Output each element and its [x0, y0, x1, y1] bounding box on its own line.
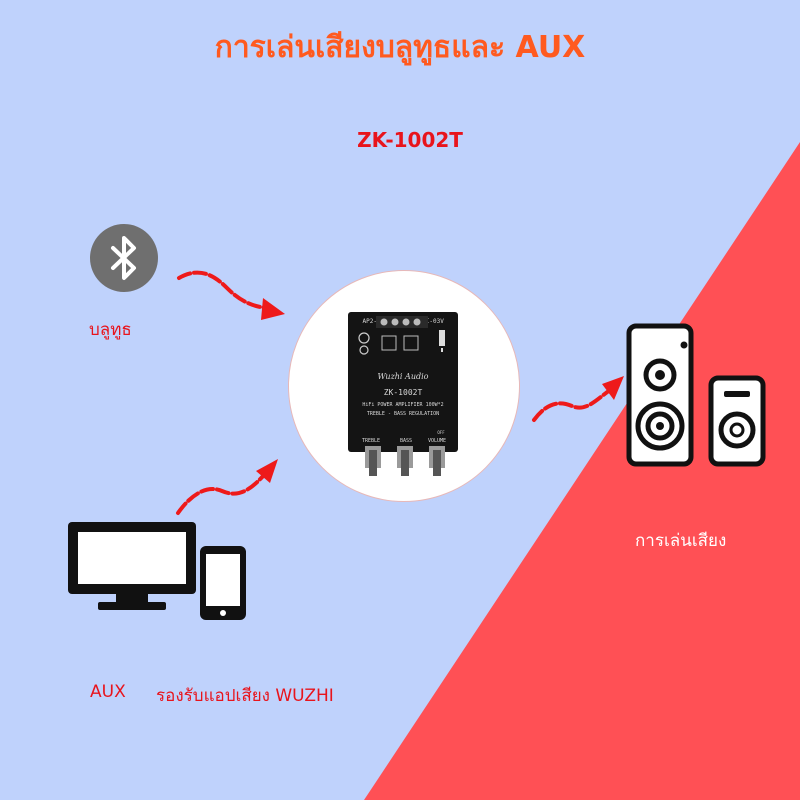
model-name: ZK-1002T	[357, 128, 463, 152]
output-label: การเล่นเสียง	[635, 531, 727, 551]
board-connectors-icon	[376, 316, 428, 351]
board-knob-treble-label: TREBLE	[361, 438, 381, 444]
bluetooth-icon	[90, 224, 158, 292]
board-knob-volume-label: VOLUME	[427, 438, 447, 444]
speakers-icon	[626, 323, 766, 467]
aux-label: AUX	[90, 682, 126, 702]
amplifier-board: AP2-EQ02 NI-03V Wuzhi Audio ZK-1002T HiF…	[348, 312, 458, 452]
monitor-phone-icon	[68, 522, 246, 620]
board-left-jack-icon	[358, 332, 370, 355]
arrow-aux-icon	[176, 459, 278, 515]
board-knob-bass-label: BASS	[399, 438, 413, 444]
board-line1: HiFi POWER AMPLIFIER 100W*2	[362, 402, 444, 408]
board-off-label: OFF	[437, 430, 445, 435]
bluetooth-label: บลูทูธ	[89, 320, 132, 340]
arrow-bluetooth-icon	[177, 270, 285, 320]
aux-app-label: รองรับแอปเสียง WUZHI	[156, 686, 334, 706]
board-model: ZK-1002T	[383, 388, 423, 397]
board-brand: Wuzhi Audio	[377, 372, 429, 381]
board-right-indicator-icon	[439, 330, 445, 352]
background-red-triangle	[364, 142, 800, 800]
arrow-output-icon	[532, 376, 624, 422]
page-title: การเล่นเสียงบลูทูธและ AUX	[214, 30, 586, 65]
board-line2: TREBLE - BASS REGULATION	[366, 411, 440, 417]
board-top-label-right: NI-03V	[422, 318, 444, 325]
board-knobs-icon	[365, 446, 445, 476]
